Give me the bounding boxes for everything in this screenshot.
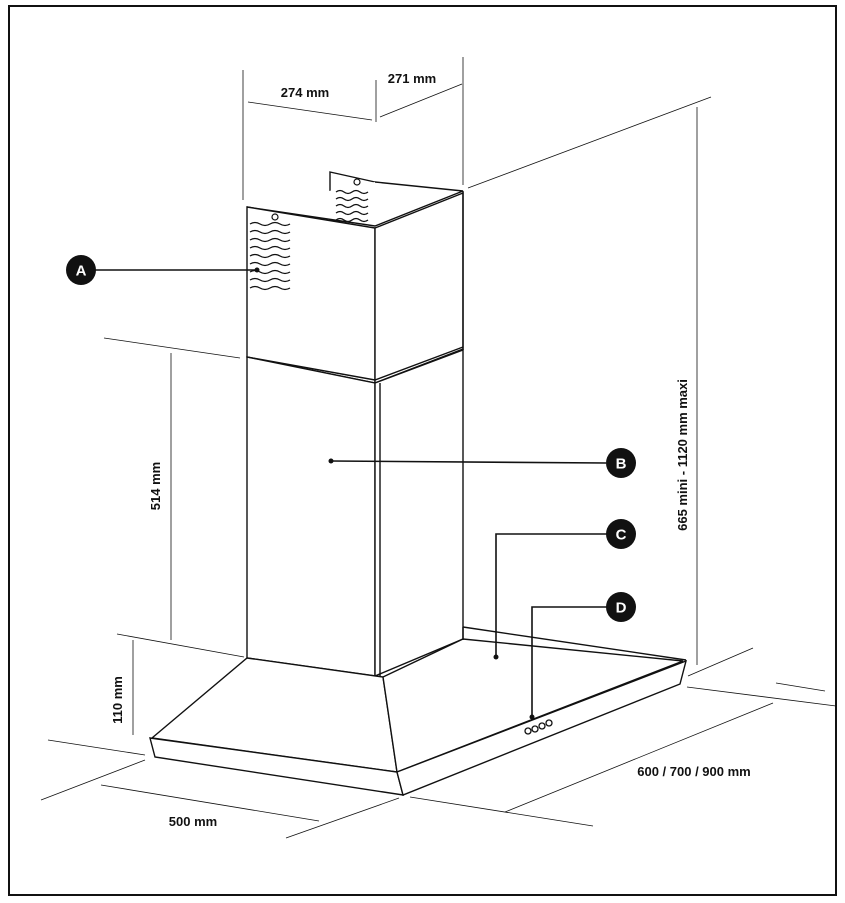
svg-text:C: C (616, 527, 627, 544)
control-button-4 (545, 719, 553, 727)
vent-slots-back (335, 189, 369, 223)
dim-canopy-height: 110 mm (110, 676, 125, 724)
dim-chimney-width: 274 mm (281, 85, 329, 100)
svg-text:B: B (616, 456, 627, 473)
callout-d: D (529, 592, 636, 720)
dim-depth: 500 mm (169, 814, 217, 829)
callout-c: C (493, 519, 636, 660)
hood-canopy (149, 626, 688, 796)
dim-chimney-depth: 271 mm (388, 71, 436, 86)
dim-chimney-height: 514 mm (148, 462, 163, 510)
upper-chimney-section (246, 171, 464, 385)
svg-text:A: A (76, 263, 87, 280)
dim-width: 600 / 700 / 900 mm (637, 764, 750, 779)
dim-total-height: 665 mini - 1120 mm maxi (675, 379, 690, 531)
control-button-3 (538, 722, 546, 730)
callout-a: A (66, 255, 260, 285)
lower-chimney-section (246, 346, 464, 678)
control-button-2 (531, 725, 539, 733)
diagram-frame (8, 5, 837, 896)
control-button-1 (524, 727, 532, 735)
svg-text:D: D (616, 600, 627, 617)
dimension-lines (40, 57, 837, 839)
callout-b: B (328, 448, 636, 478)
